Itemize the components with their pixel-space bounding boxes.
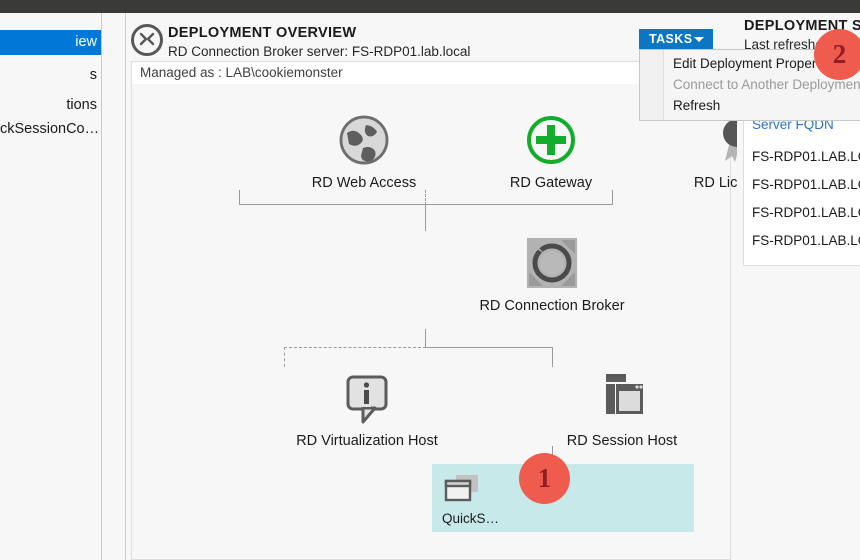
deployment-diagram-canvas: RD Web Access RD Gateway R — [131, 84, 780, 560]
globe-icon — [335, 111, 393, 169]
sidebar-item-label: tions — [66, 97, 97, 113]
connector-gateway-stub-dashed — [425, 190, 426, 205]
menu-item-refresh[interactable]: Refresh — [673, 98, 721, 113]
connector-virtualization-stub-dashed — [284, 347, 285, 367]
deployment-overview-panel: DEPLOYMENT OVERVIEW RD Connection Broker… — [125, 13, 780, 560]
managed-as-bar: Managed as : LAB\cookiemonster — [131, 61, 731, 84]
connector-session-host-stub — [552, 347, 553, 367]
add-circle-icon — [522, 111, 580, 169]
sidebar-item-label: ckSessionCo… — [0, 121, 100, 137]
deployment-servers-table: Server FQDN FS-RDP01.LAB.LOCAL FS-RDP01.… — [743, 106, 860, 266]
connector-to-broker — [425, 204, 426, 231]
sidebar: iew s tions ckSessionCo… — [0, 13, 102, 560]
node-label: RD Web Access — [311, 175, 417, 191]
panel-subtitle: RD Connection Broker server: FS-RDP01.la… — [168, 44, 471, 59]
collection-label: QuickS… — [442, 511, 500, 526]
sidebar-item-overview[interactable]: iew — [0, 30, 101, 55]
menu-item-edit-deployment-properties[interactable]: Edit Deployment Properties — [673, 56, 838, 71]
tasks-button[interactable]: TASKS — [639, 29, 713, 49]
annotation-badge-2: 2 — [814, 29, 860, 80]
annotation-badge-1: 1 — [519, 453, 570, 504]
node-rd-virtualization-host[interactable]: RD Virtualization Host — [232, 369, 502, 449]
chevron-down-icon — [694, 37, 704, 42]
node-rd-gateway[interactable]: RD Gateway — [462, 111, 640, 191]
windows-stack-icon — [593, 369, 651, 427]
table-row[interactable]: FS-RDP01.LAB.LOCAL — [752, 149, 860, 164]
connector-web-access-stub — [239, 190, 240, 205]
node-label: RD Session Host — [566, 433, 678, 449]
panel-header: DEPLOYMENT OVERVIEW RD Connection Broker… — [126, 13, 737, 59]
connector-lower-right — [425, 347, 552, 348]
sidebar-item-label: s — [89, 67, 97, 83]
sidebar-item-label: iew — [75, 34, 97, 50]
node-label: RD Gateway — [509, 175, 593, 191]
table-row[interactable]: FS-RDP01.LAB.LOCAL — [752, 233, 860, 248]
table-row[interactable]: FS-RDP01.LAB.LOCAL — [752, 205, 860, 220]
sidebar-item-servers[interactable]: s — [0, 63, 101, 88]
connector-broker-down — [425, 329, 426, 347]
sidebar-item-collections[interactable]: tions — [0, 93, 101, 118]
menu-item-connect-to-another-deployment[interactable]: Connect to Another Deployment — [673, 77, 860, 92]
connector-licensing-stub — [612, 190, 613, 205]
tasks-button-label: TASKS — [649, 32, 693, 46]
deployment-overview-icon — [131, 24, 163, 56]
table-row[interactable]: FS-RDP01.LAB.LOCAL — [752, 177, 860, 192]
collection-windows-icon — [444, 474, 482, 504]
window-titlebar — [0, 0, 860, 13]
node-rd-session-host[interactable]: RD Session Host — [502, 369, 742, 449]
connector-lower-left-dashed — [284, 347, 426, 348]
node-label: RD Connection Broker — [479, 298, 625, 314]
node-rd-web-access[interactable]: RD Web Access — [275, 111, 453, 191]
broker-icon — [523, 234, 581, 292]
page-title: DEPLOYMENT OVERVIEW — [168, 25, 357, 41]
menu-icon-gutter — [640, 50, 664, 120]
node-label: RD Virtualization Host — [296, 433, 438, 449]
sidebar-item-quicksessioncollection[interactable]: ckSessionCo… — [0, 117, 101, 142]
node-rd-connection-broker[interactable]: RD Connection Broker — [367, 234, 737, 314]
info-bubble-icon — [338, 369, 396, 427]
